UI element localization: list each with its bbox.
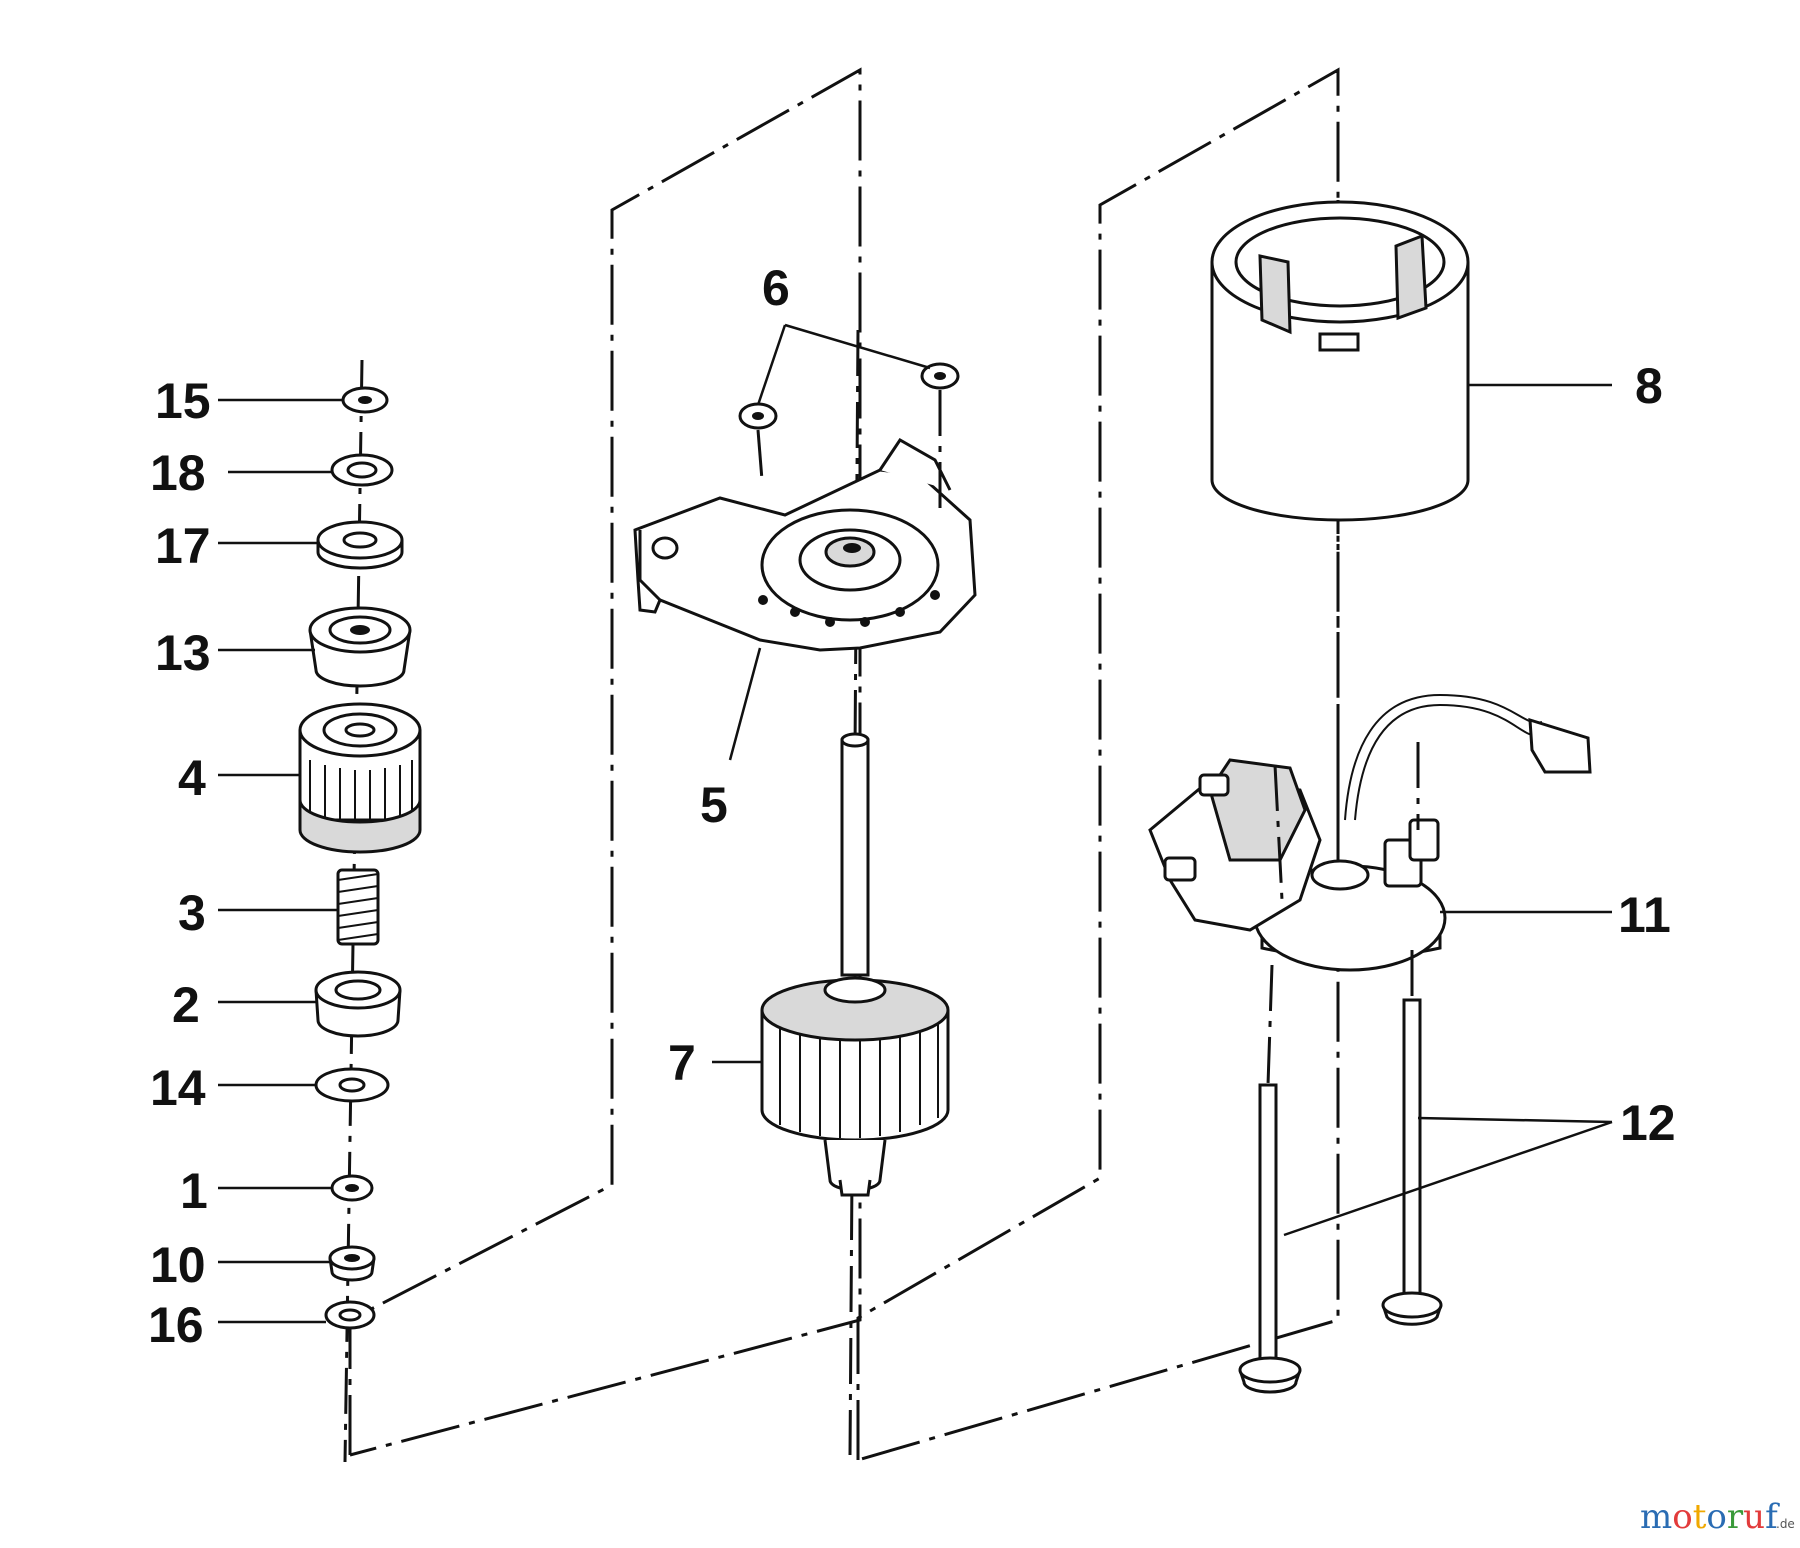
callout-6: 6 bbox=[762, 260, 790, 316]
callout-2: 2 bbox=[172, 977, 200, 1033]
callout-10: 10 bbox=[150, 1237, 206, 1293]
motoruf-watermark: motoruf .de bbox=[1640, 1497, 1795, 1537]
part-15-washer bbox=[341, 386, 389, 414]
callout-4: 4 bbox=[178, 750, 206, 806]
callout-1: 1 bbox=[180, 1163, 208, 1219]
part-16-washer bbox=[324, 1300, 376, 1330]
watermark-letter-2: t bbox=[1693, 1497, 1707, 1537]
part-11-end-plate bbox=[1148, 693, 1592, 972]
part-3-spring bbox=[336, 868, 380, 946]
part-12-through-bolts bbox=[1238, 950, 1443, 1394]
part-1-ring bbox=[330, 1174, 374, 1202]
watermark-letter-4: r bbox=[1727, 1497, 1744, 1537]
assembly-plane-right bbox=[856, 67, 1340, 1462]
callout-13: 13 bbox=[155, 625, 211, 681]
callout-18: 18 bbox=[150, 445, 206, 501]
callout-8: 8 bbox=[1635, 358, 1663, 414]
part-13-cup bbox=[308, 606, 412, 688]
callout-labels: 15 18 17 13 4 3 2 14 1 10 16 6 5 7 8 11 … bbox=[148, 260, 1676, 1353]
watermark-letter-5: u bbox=[1743, 1497, 1765, 1537]
callout-12: 12 bbox=[1620, 1095, 1676, 1151]
callout-15: 15 bbox=[155, 373, 211, 429]
part-2-collar bbox=[314, 970, 402, 1038]
watermark-letter-1: o bbox=[1672, 1497, 1692, 1537]
callout-14: 14 bbox=[150, 1060, 206, 1116]
callout-5: 5 bbox=[700, 777, 728, 833]
part-8-frame-housing bbox=[1210, 200, 1470, 522]
part-5-drive-end-bracket bbox=[633, 438, 977, 652]
leader-lines bbox=[218, 323, 1613, 1324]
part-7-armature bbox=[760, 732, 950, 1197]
part-6-screws bbox=[738, 362, 960, 510]
watermark-letter-6: f bbox=[1765, 1497, 1780, 1537]
watermark-letter-0: m bbox=[1640, 1497, 1672, 1537]
watermark-letter-3: o bbox=[1706, 1497, 1726, 1537]
callout-16: 16 bbox=[148, 1297, 204, 1353]
callout-3: 3 bbox=[178, 885, 206, 941]
part-18-washer bbox=[330, 453, 394, 487]
part-10-nut bbox=[328, 1245, 376, 1282]
part-14-washer bbox=[314, 1067, 390, 1103]
callout-17: 17 bbox=[155, 518, 211, 574]
watermark-suffix: .de bbox=[1776, 1517, 1795, 1531]
part-17-thick-washer bbox=[316, 520, 404, 570]
callout-7: 7 bbox=[668, 1035, 696, 1091]
callout-11: 11 bbox=[1618, 887, 1671, 943]
svg-text:motoruf: motoruf bbox=[1640, 1497, 1780, 1537]
part-4-pinion-gear bbox=[298, 702, 422, 854]
